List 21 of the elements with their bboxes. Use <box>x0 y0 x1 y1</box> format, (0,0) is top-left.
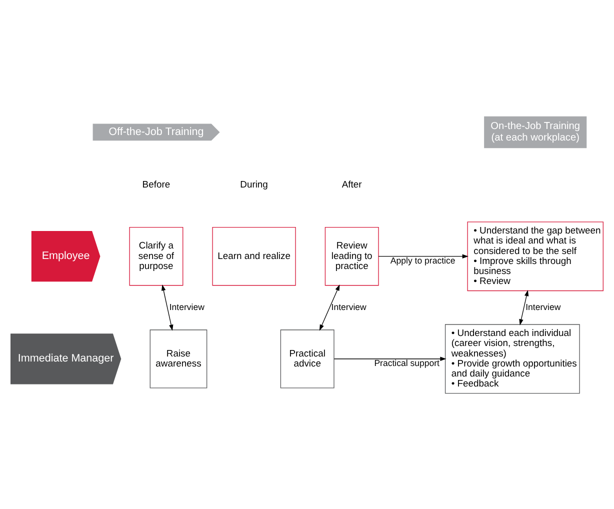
node-box: Learn and realize <box>212 226 296 286</box>
node-box: Review leading to practice <box>324 226 379 286</box>
node-box: Practical advice <box>280 329 334 388</box>
edge-label: Practical support <box>374 357 440 368</box>
edge-label: Interview <box>526 301 561 312</box>
label: After <box>342 178 362 190</box>
edge-label: Interview <box>331 301 366 312</box>
label: During <box>240 178 268 190</box>
arrow <box>378 254 468 258</box>
node-box: On-the-Job Training (at each workplace) <box>484 116 587 148</box>
node-box: Clarify a sense of purpose <box>129 226 184 286</box>
arrow <box>161 284 174 330</box>
node-box: • Understand the gap between what is ideal and what is considered to be the self • Improve skills through business • Review <box>467 221 604 291</box>
arrow <box>319 284 340 330</box>
edge-label: Interview <box>169 301 204 312</box>
node-box: • Understand each individual (career vision, strengths, weaknesses) • Provide growth opportunities and daily guidance • Feedback <box>444 324 580 394</box>
node-box: Raise awareness <box>150 329 208 388</box>
edge-label: Apply to practice <box>390 254 456 265</box>
arrow <box>519 290 529 325</box>
label: Before <box>142 178 170 190</box>
arrow <box>334 356 446 361</box>
